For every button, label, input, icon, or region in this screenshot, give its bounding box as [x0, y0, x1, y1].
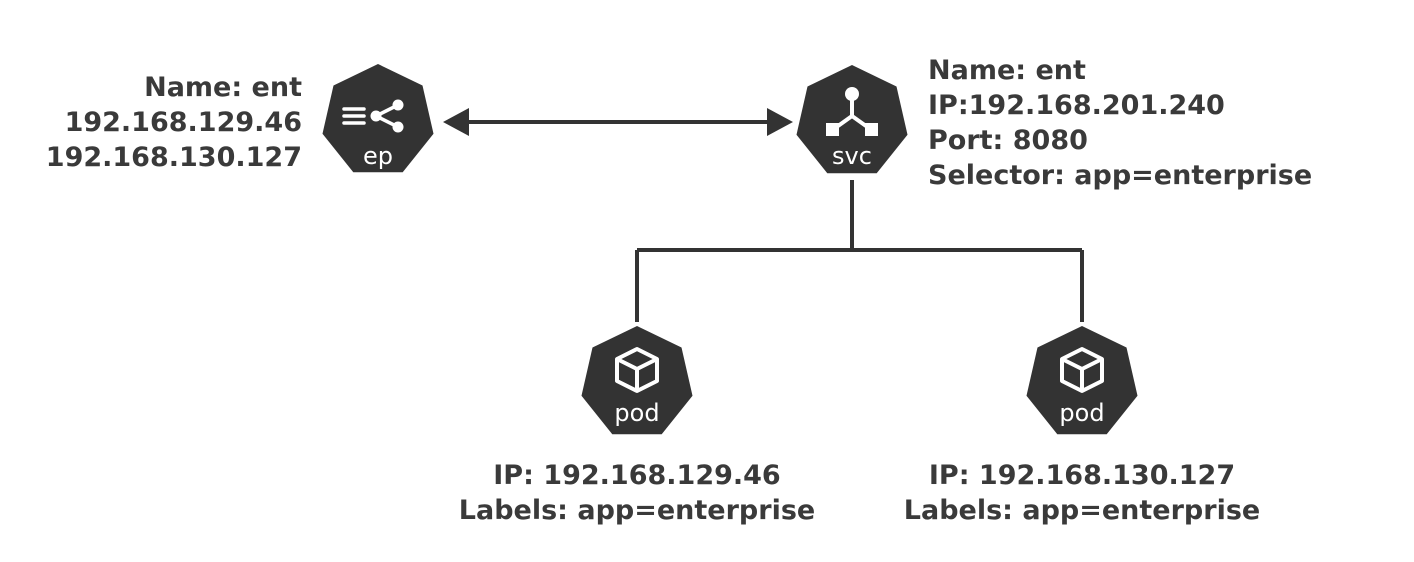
pod-cube-icon	[1060, 347, 1104, 393]
pod-2-ip: IP: 192.168.130.127	[928, 460, 1236, 491]
endpoints-name: Name: ent	[144, 72, 302, 103]
pod-2-info: IP: 192.168.130.127 Labels: app=enterpri…	[904, 458, 1260, 528]
pod-1-info: IP: 192.168.129.46 Labels: app=enterpris…	[459, 458, 815, 528]
pod-node-2[interactable]: pod	[1026, 326, 1138, 435]
service-selector: Selector: app=enterprise	[928, 160, 1313, 191]
endpoints-icon	[342, 99, 404, 133]
pod-2-labels: Labels: app=enterprise	[903, 495, 1261, 526]
endpoints-node-label: ep	[363, 142, 393, 170]
arrowhead-right	[767, 108, 793, 136]
endpoints-address-1: 192.168.129.46	[64, 107, 302, 138]
service-port: Port: 8080	[928, 125, 1088, 156]
service-node[interactable]: svc	[796, 65, 908, 174]
service-node-label: svc	[832, 142, 872, 170]
service-ip: IP:192.168.201.240	[928, 90, 1225, 121]
endpoints-info: Name: ent 192.168.129.46 192.168.130.127	[46, 70, 302, 175]
pod-node-2-label: pod	[1059, 399, 1104, 427]
pod-node-1[interactable]: pod	[581, 326, 693, 435]
service-icon	[826, 87, 878, 136]
endpoints-node[interactable]: ep	[322, 64, 434, 173]
pod-node-1-label: pod	[614, 399, 659, 427]
pod-cube-icon	[615, 347, 659, 393]
pod-1-ip: IP: 192.168.129.46	[493, 460, 781, 491]
service-name: Name: ent	[928, 55, 1086, 86]
service-info: Name: ent IP:192.168.201.240 Port: 8080 …	[928, 53, 1312, 193]
connectors	[462, 120, 1084, 322]
pod-1-labels: Labels: app=enterprise	[458, 495, 816, 526]
endpoints-address-2: 192.168.130.127	[45, 142, 302, 173]
arrowhead-left	[443, 108, 469, 136]
